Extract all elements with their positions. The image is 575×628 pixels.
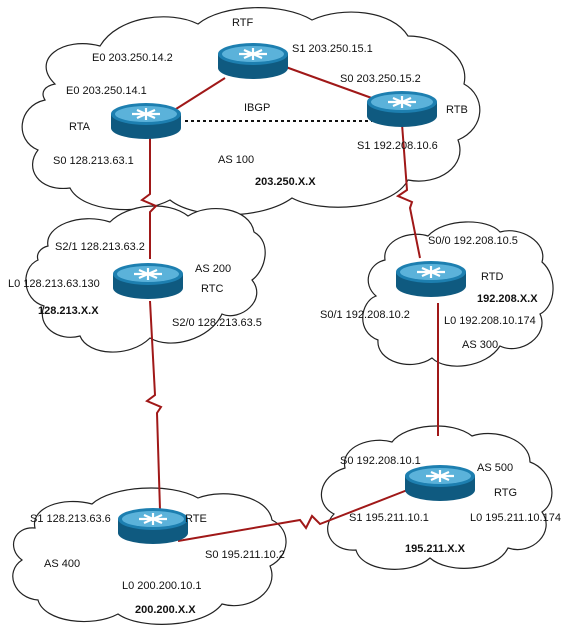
as-label-400: AS 400	[44, 558, 80, 570]
router-icon	[365, 89, 439, 129]
network-label-192: 192.208.X.X	[477, 293, 538, 305]
iface-rta-s0: S0 128.213.63.1	[53, 155, 134, 167]
router-name-rtb: RTB	[446, 104, 468, 116]
router-name-rtc: RTC	[201, 283, 223, 295]
router-icon	[111, 261, 185, 301]
link-rtc-rte	[145, 300, 163, 511]
link-rtf-rtb	[282, 65, 381, 102]
router-icon	[403, 463, 477, 503]
network-label-195: 195.211.X.X	[405, 543, 466, 555]
router-rta	[109, 101, 183, 141]
cloud-as400	[12, 487, 287, 625]
iface-rtc-s2-1: S2/1 128.213.63.2	[55, 241, 145, 253]
iface-rtc-s2-0: S2/0 128.213.63.5	[172, 317, 262, 329]
iface-rte-s0: S0 195.211.10.2	[205, 549, 285, 561]
router-rtg	[403, 463, 477, 503]
router-icon	[216, 41, 290, 81]
as-label-100: AS 100	[218, 154, 254, 166]
link-rtb-rtd	[395, 123, 421, 259]
as-label-300: AS 300	[462, 339, 498, 351]
router-icon	[394, 259, 468, 299]
iface-rtd-s0-1: S0/1 192.208.10.2	[320, 309, 410, 321]
iface-rtf-e0: E0 203.250.14.2	[92, 52, 173, 64]
router-name-rtg: RTG	[494, 487, 517, 499]
iface-rtg-s0: S0 192.208.10.1	[340, 455, 421, 467]
network-label-203: 203.250.X.X	[255, 176, 316, 188]
network-label-128: 128.213.X.X	[38, 305, 99, 317]
iface-rte-l0: L0 200.200.10.1	[122, 580, 202, 592]
iface-rtg-s1: S1 195.211.10.1	[349, 512, 429, 524]
network-label-200: 200.200.X.X	[135, 604, 196, 616]
iface-rtd-s0-0: S0/0 192.208.10.5	[428, 235, 518, 247]
link-rtf-rta	[175, 77, 226, 110]
iface-rtb-s1: S1 192.208.10.6	[357, 140, 438, 152]
cloud-as300	[362, 221, 554, 367]
link-rte-rtg	[177, 488, 411, 542]
router-name-rte: RTE	[185, 513, 207, 525]
router-rtb	[365, 89, 439, 129]
iface-rta-e0: E0 203.250.14.1	[66, 85, 147, 97]
iface-rtc-l0: L0 128.213.63.130	[8, 278, 100, 290]
iface-rtf-s1: S1 203.250.15.1	[292, 43, 373, 55]
router-rtd	[394, 259, 468, 299]
iface-rtd-l0: L0 192.208.10.174	[444, 315, 536, 327]
router-rtf	[216, 41, 290, 81]
cloud-as100	[21, 7, 481, 216]
router-rtc	[111, 261, 185, 301]
iface-rte-s1: S1 128.213.63.6	[30, 513, 111, 525]
router-name-rtf: RTF	[232, 17, 253, 29]
as-label-500: AS 500	[477, 462, 513, 474]
router-icon	[116, 506, 190, 546]
link-rta-rtc	[140, 131, 158, 259]
iface-rtg-l0: L0 195.211.10.174	[470, 512, 561, 524]
ibgp-label: IBGP	[244, 102, 270, 114]
router-name-rta: RTA	[69, 121, 91, 133]
iface-rtb-s0: S0 203.250.15.2	[340, 73, 421, 85]
router-name-rtd: RTD	[481, 271, 503, 283]
router-icon	[109, 101, 183, 141]
router-rte	[116, 506, 190, 546]
as-label-200: AS 200	[195, 263, 231, 275]
